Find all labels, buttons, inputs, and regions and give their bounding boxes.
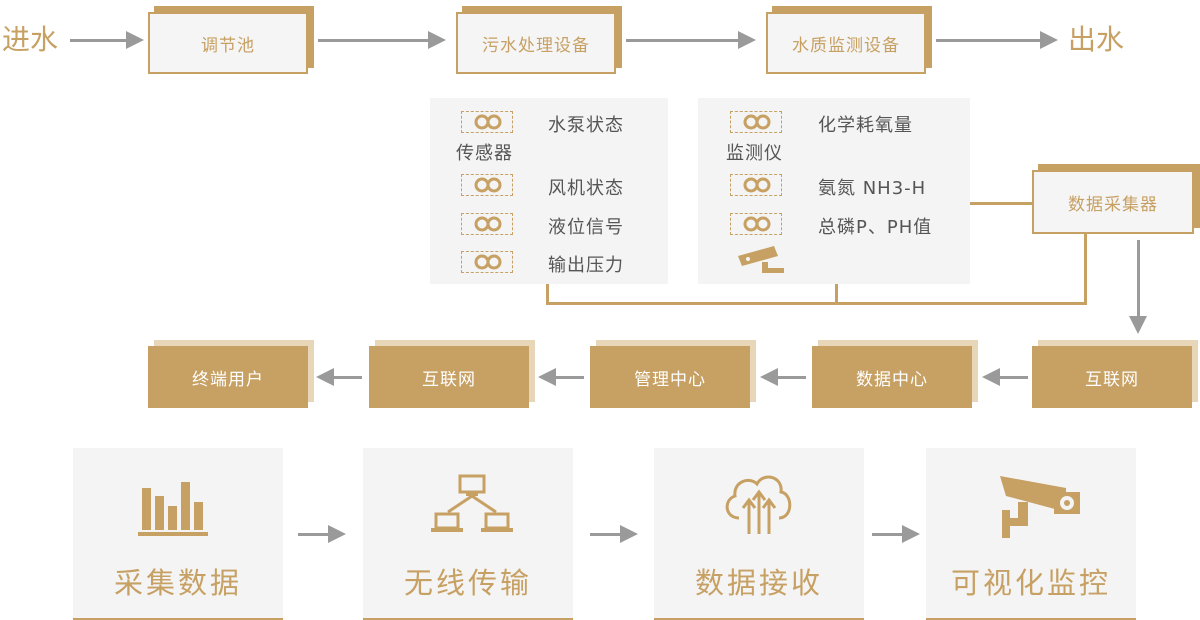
left-sensor-panel bbox=[430, 98, 668, 284]
flow-end-user: 终端用户 bbox=[148, 346, 308, 408]
sensor-icon bbox=[730, 213, 782, 235]
stage-transmit-label: 无线传输 bbox=[403, 566, 532, 600]
flow-internet-1: 互联网 bbox=[1032, 346, 1192, 408]
arrow-flow2 bbox=[776, 376, 806, 379]
arrow-down-head bbox=[1129, 316, 1147, 334]
sensor-cod: 化学耗氧量 bbox=[818, 115, 913, 136]
stage-monitor: 可视化监控 bbox=[926, 448, 1136, 620]
sensor-icon bbox=[461, 213, 513, 235]
data-collector: 数据采集器 bbox=[1032, 170, 1194, 234]
flow-management-center: 管理中心 bbox=[590, 346, 750, 408]
stage-receive: 数据接收 bbox=[654, 448, 864, 620]
outlet-label: 出水 bbox=[1068, 23, 1125, 56]
arrow-stage2-head bbox=[620, 525, 638, 543]
sensor-ammonia: 氨氮 NH3-H bbox=[818, 178, 927, 199]
right-sensor-panel bbox=[698, 98, 970, 284]
arrow-step2 bbox=[626, 39, 740, 42]
arrow-inlet bbox=[70, 39, 128, 42]
arrow-inlet-head bbox=[126, 31, 144, 49]
arrow-stage1-head bbox=[328, 525, 346, 543]
arrow-flow1-head bbox=[982, 368, 1000, 386]
sensor-pump-status: 水泵状态 bbox=[548, 115, 624, 136]
camera-icon bbox=[736, 244, 786, 280]
sensor-output-pressure: 输出压力 bbox=[548, 255, 624, 276]
bar-chart-icon bbox=[138, 482, 208, 536]
arrow-step1-head bbox=[428, 31, 446, 49]
flow-data-center: 数据中心 bbox=[812, 346, 972, 408]
arrow-stage3-head bbox=[902, 525, 920, 543]
sensor-icon bbox=[730, 111, 782, 133]
network-icon bbox=[431, 474, 513, 532]
connector-bottom bbox=[546, 302, 1087, 305]
arrow-outlet bbox=[936, 39, 1042, 42]
stage-receive-label: 数据接收 bbox=[694, 566, 823, 600]
stage-monitor-label: 可视化监控 bbox=[950, 566, 1111, 600]
arrow-flow4 bbox=[332, 376, 362, 379]
arrow-stage2 bbox=[590, 533, 622, 536]
sensor-phosphorus-ph: 总磷P、PH值 bbox=[818, 217, 933, 238]
step-regulating-tank: 调节池 bbox=[148, 12, 308, 74]
arrow-flow4-head bbox=[316, 368, 334, 386]
connector-right-panel bbox=[835, 284, 838, 304]
arrow-down bbox=[1137, 240, 1140, 318]
connector-panel-collector bbox=[970, 202, 1032, 205]
sensor-icon bbox=[461, 111, 513, 133]
cloud-upload-icon bbox=[725, 475, 792, 534]
sensor-icon bbox=[730, 174, 782, 196]
stage-transmit: 无线传输 bbox=[363, 448, 573, 620]
sensor-icon bbox=[461, 251, 513, 273]
arrow-stage1 bbox=[298, 533, 330, 536]
sensor-level-signal: 液位信号 bbox=[548, 217, 624, 238]
arrow-step2-head bbox=[738, 31, 756, 49]
step-quality-monitor: 水质监测设备 bbox=[766, 12, 926, 74]
arrow-flow3-head bbox=[538, 368, 556, 386]
arrow-flow1 bbox=[998, 376, 1028, 379]
arrow-stage3 bbox=[872, 533, 904, 536]
step-treatment-equipment: 污水处理设备 bbox=[456, 12, 616, 74]
arrow-flow3 bbox=[554, 376, 584, 379]
sensor-icon bbox=[461, 174, 513, 196]
arrow-step1 bbox=[318, 39, 430, 42]
arrow-flow2-head bbox=[760, 368, 778, 386]
stage-collect: 采集数据 bbox=[73, 448, 283, 620]
arrow-outlet-head bbox=[1040, 31, 1058, 49]
cctv-camera-icon bbox=[1000, 476, 1080, 538]
stage-collect-label: 采集数据 bbox=[113, 566, 242, 600]
connector-left-panel bbox=[546, 284, 549, 304]
sensor-fan-status: 风机状态 bbox=[548, 178, 624, 199]
sensor-cod-sub: 监测仪 bbox=[726, 143, 783, 164]
sensor-pump-sub: 传感器 bbox=[456, 143, 513, 164]
flow-internet-2: 互联网 bbox=[369, 346, 529, 408]
connector-collector-down bbox=[1084, 234, 1087, 305]
inlet-label: 进水 bbox=[2, 23, 59, 56]
